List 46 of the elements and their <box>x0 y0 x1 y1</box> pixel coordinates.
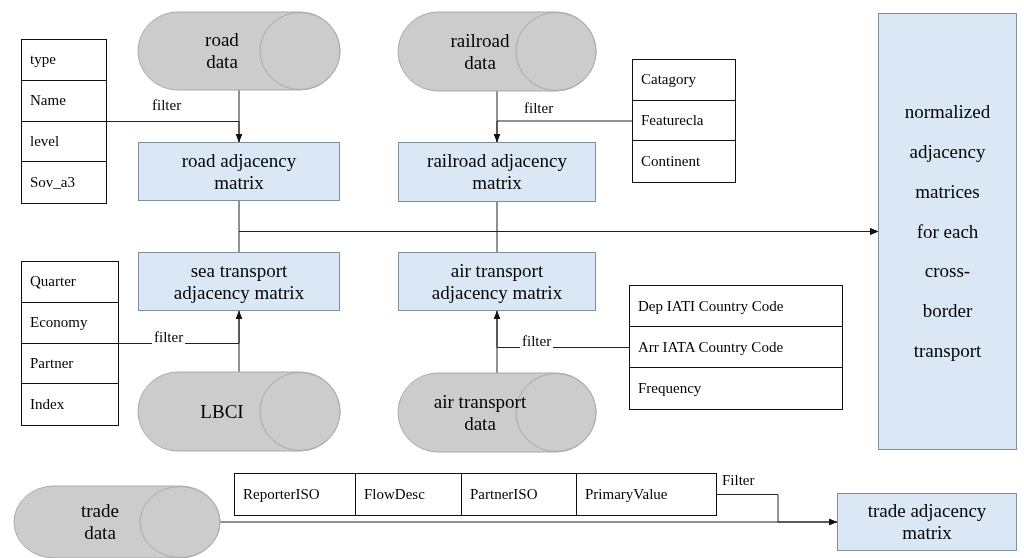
node-label: level <box>30 132 60 150</box>
node-label: Dep IATI Country Code <box>638 297 784 315</box>
process-box <box>138 252 340 311</box>
arrow <box>496 228 879 253</box>
process-box <box>398 142 596 202</box>
node-label: trade data <box>80 500 120 544</box>
node-label: ReporterISO <box>243 486 320 503</box>
node-label: LBCI <box>200 400 244 423</box>
node-label: railroad adjacency matrix <box>426 150 568 194</box>
edge-label: filter <box>152 329 186 346</box>
node-label: Continent <box>641 153 701 171</box>
node-label: type <box>30 51 56 69</box>
arrow <box>715 494 838 526</box>
arrow <box>493 120 634 143</box>
node-label: Name <box>30 92 66 110</box>
node-label: railroad data <box>449 29 511 74</box>
node-label: normalized adjacency matrices for each cross-border transport <box>903 99 992 364</box>
process-box <box>878 13 1017 450</box>
process-box <box>138 142 340 201</box>
node-label: air transport data <box>432 390 528 435</box>
node-label: road adjacency matrix <box>180 149 298 194</box>
database-cylinder <box>14 486 220 558</box>
database-cylinder <box>138 372 340 451</box>
node-label: FlowDesc <box>364 486 425 503</box>
process-box <box>837 493 1017 551</box>
process-box <box>398 252 596 311</box>
node-label: Featurecla <box>641 112 704 129</box>
node-label: PrimaryValue <box>585 486 668 503</box>
node-label: road data <box>204 29 240 73</box>
node-label: air transport adjacency matrix <box>430 259 564 304</box>
node-label: Frequency <box>638 380 702 397</box>
node-label: sea transport adjacency matrix <box>172 259 306 304</box>
node-label: trade adjacency matrix <box>866 500 988 544</box>
edge-label: filter <box>520 333 554 350</box>
node-label: PartnerISO <box>470 486 538 503</box>
node-label: Partner <box>30 354 74 372</box>
node-label: Economy <box>30 314 88 332</box>
node-label: Index <box>30 396 65 414</box>
database-cylinder <box>398 373 596 452</box>
arrow <box>105 121 243 143</box>
database-cylinder <box>138 12 340 90</box>
node-label: Catagory <box>641 71 696 89</box>
database-cylinder <box>398 12 596 91</box>
node-label: Quarter <box>30 273 76 291</box>
node-label: Sov_a3 <box>30 174 75 192</box>
node-label: Arr IATA Country Code <box>638 338 784 356</box>
